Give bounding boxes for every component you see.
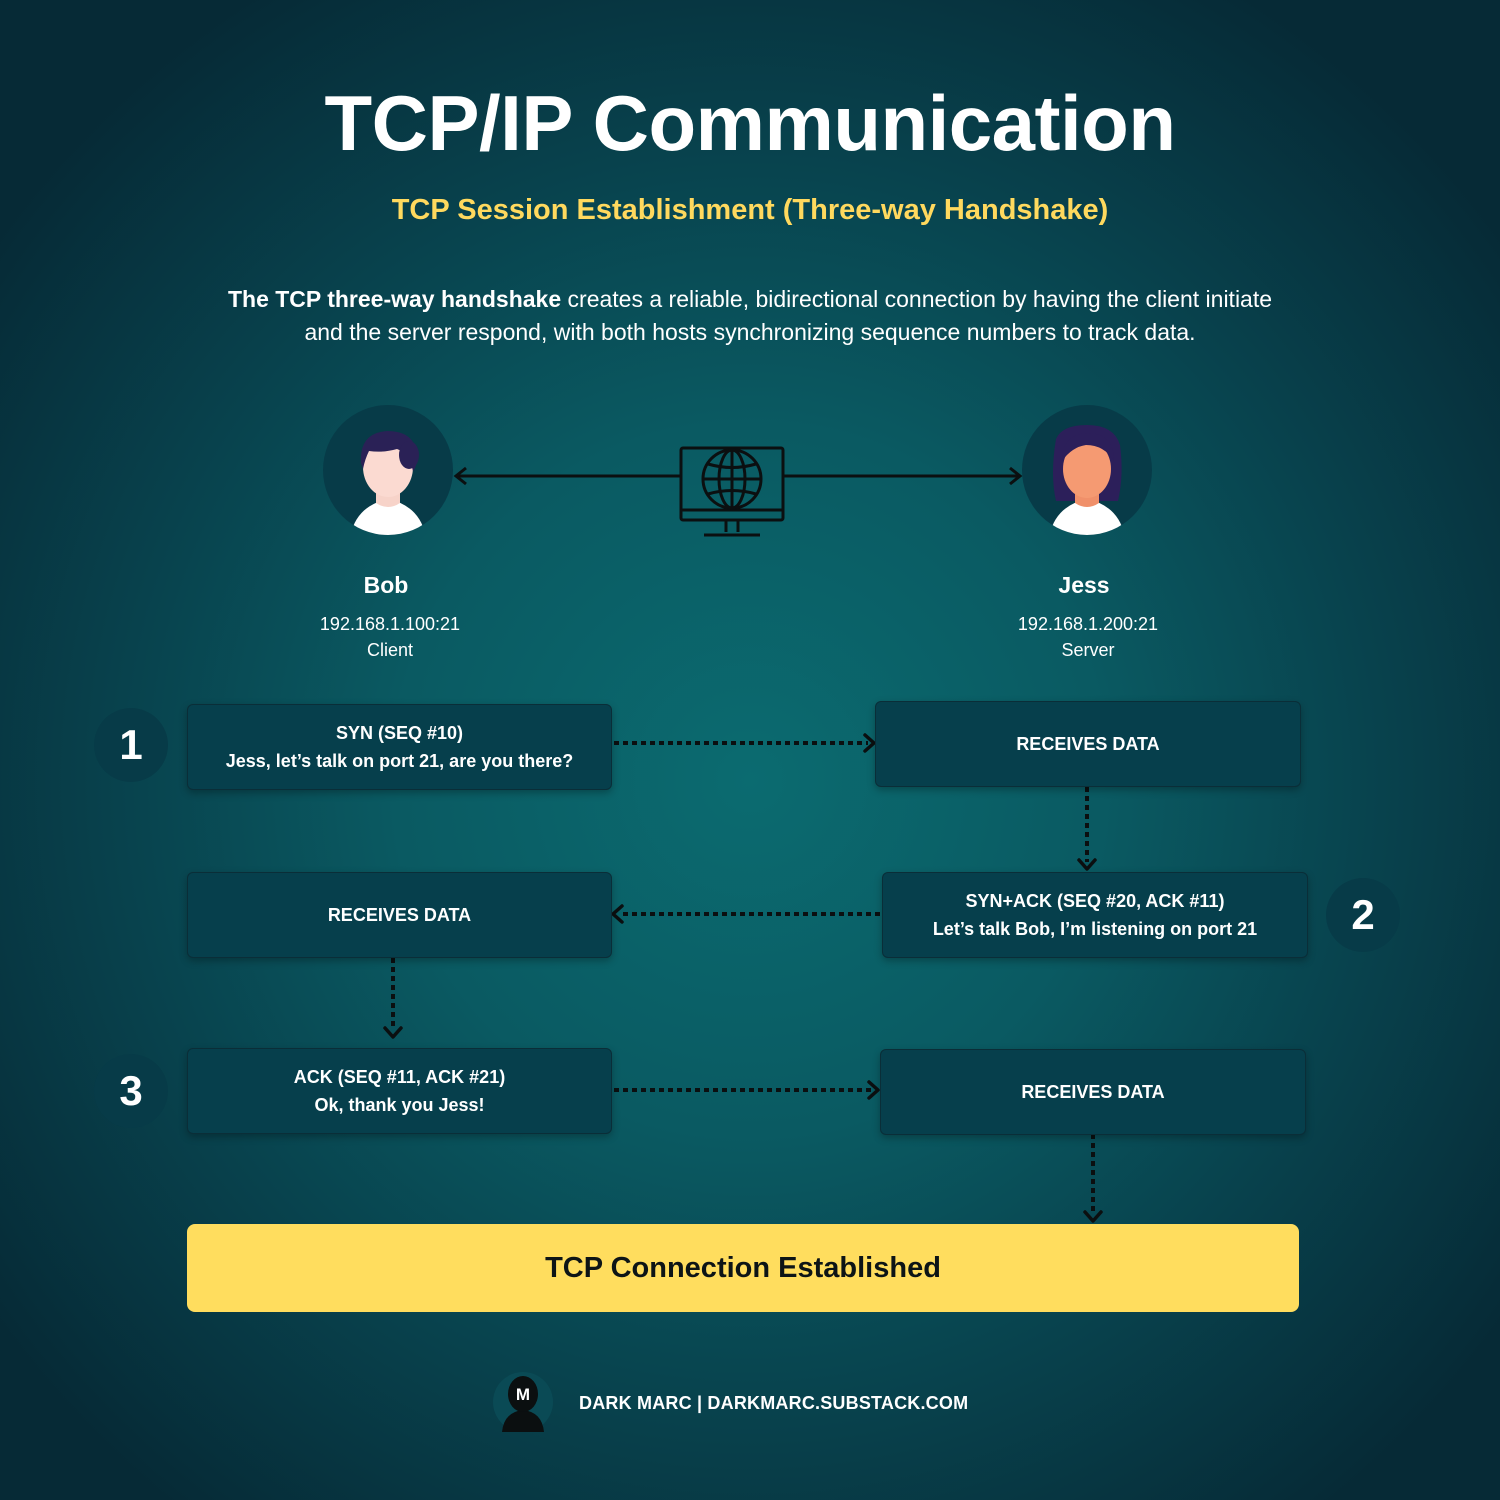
syn-label: SYN (SEQ #10) [335, 723, 464, 743]
arrowhead-syn [863, 733, 876, 753]
synack-label: SYN+ACK (SEQ #20, ACK #11) [965, 891, 1225, 911]
step-1-badge: 1 [94, 708, 168, 782]
intro-bold: The TCP three-way handshake [227, 286, 562, 312]
synack-message: Let’s talk Bob, I’m listening on port 21 [932, 919, 1258, 939]
arrowhead-ack [867, 1080, 880, 1100]
connection-established-banner: TCP Connection Established [187, 1224, 1299, 1312]
ack-message: Ok, thank you Jess! [314, 1095, 485, 1115]
receives-data-label: RECEIVES DATA [1016, 734, 1160, 754]
step-3-badge: 3 [94, 1054, 168, 1128]
intro-text: The TCP three-way handshake creates a re… [190, 283, 1310, 349]
receives-data-label: RECEIVES DATA [1021, 1082, 1165, 1102]
ack-label: ACK (SEQ #11, ACK #21) [293, 1067, 506, 1087]
client-name: Bob [363, 572, 409, 598]
arrowhead-client-receive [383, 1026, 403, 1039]
client-ip: 192.168.1.100:21 [319, 614, 461, 634]
syn-message-box: SYN (SEQ #10) Jess, let’s talk on port 2… [187, 704, 612, 790]
page-subtitle: TCP Session Establishment (Three-way Han… [391, 194, 1109, 226]
receives-data-label: RECEIVES DATA [327, 905, 472, 925]
intro-rest: creates a reliable, bidirectional connec… [561, 286, 1273, 312]
client-role: Client [366, 640, 414, 660]
globe-monitor-icon [679, 446, 785, 537]
client-receives-data-box: RECEIVES DATA [187, 872, 612, 958]
server-name: Jess [1058, 572, 1110, 598]
step-2-badge: 2 [1326, 878, 1400, 952]
synack-message-box: SYN+ACK (SEQ #20, ACK #11) Let’s talk Bo… [882, 872, 1308, 958]
arrowhead-synack [611, 904, 624, 924]
arrowhead-server-receive [1077, 858, 1097, 871]
arrowhead-established [1083, 1210, 1103, 1223]
server-receives-data-box: RECEIVES DATA [875, 701, 1301, 787]
client-avatar [323, 405, 453, 535]
male-user-icon [323, 405, 453, 535]
syn-message: Jess, let’s talk on port 21, are you the… [225, 751, 574, 771]
dark-marc-logo-icon: M [493, 1372, 553, 1432]
ack-message-box: ACK (SEQ #11, ACK #21) Ok, thank you Jes… [187, 1048, 612, 1134]
server-receives-data-box-2: RECEIVES DATA [880, 1049, 1306, 1135]
page-title: TCP/IP Communication [324, 79, 1176, 167]
logo-letter: M [516, 1385, 530, 1404]
server-role: Server [1061, 640, 1115, 660]
intro-line2: and the server respond, with both hosts … [304, 319, 1196, 345]
female-user-icon [1022, 405, 1152, 535]
server-ip: 192.168.1.200:21 [1017, 614, 1159, 634]
host-connection-line [453, 466, 1023, 486]
server-avatar [1022, 405, 1152, 535]
footer-credit: DARK MARC | DARKMARC.SUBSTACK.COM [579, 1393, 969, 1413]
